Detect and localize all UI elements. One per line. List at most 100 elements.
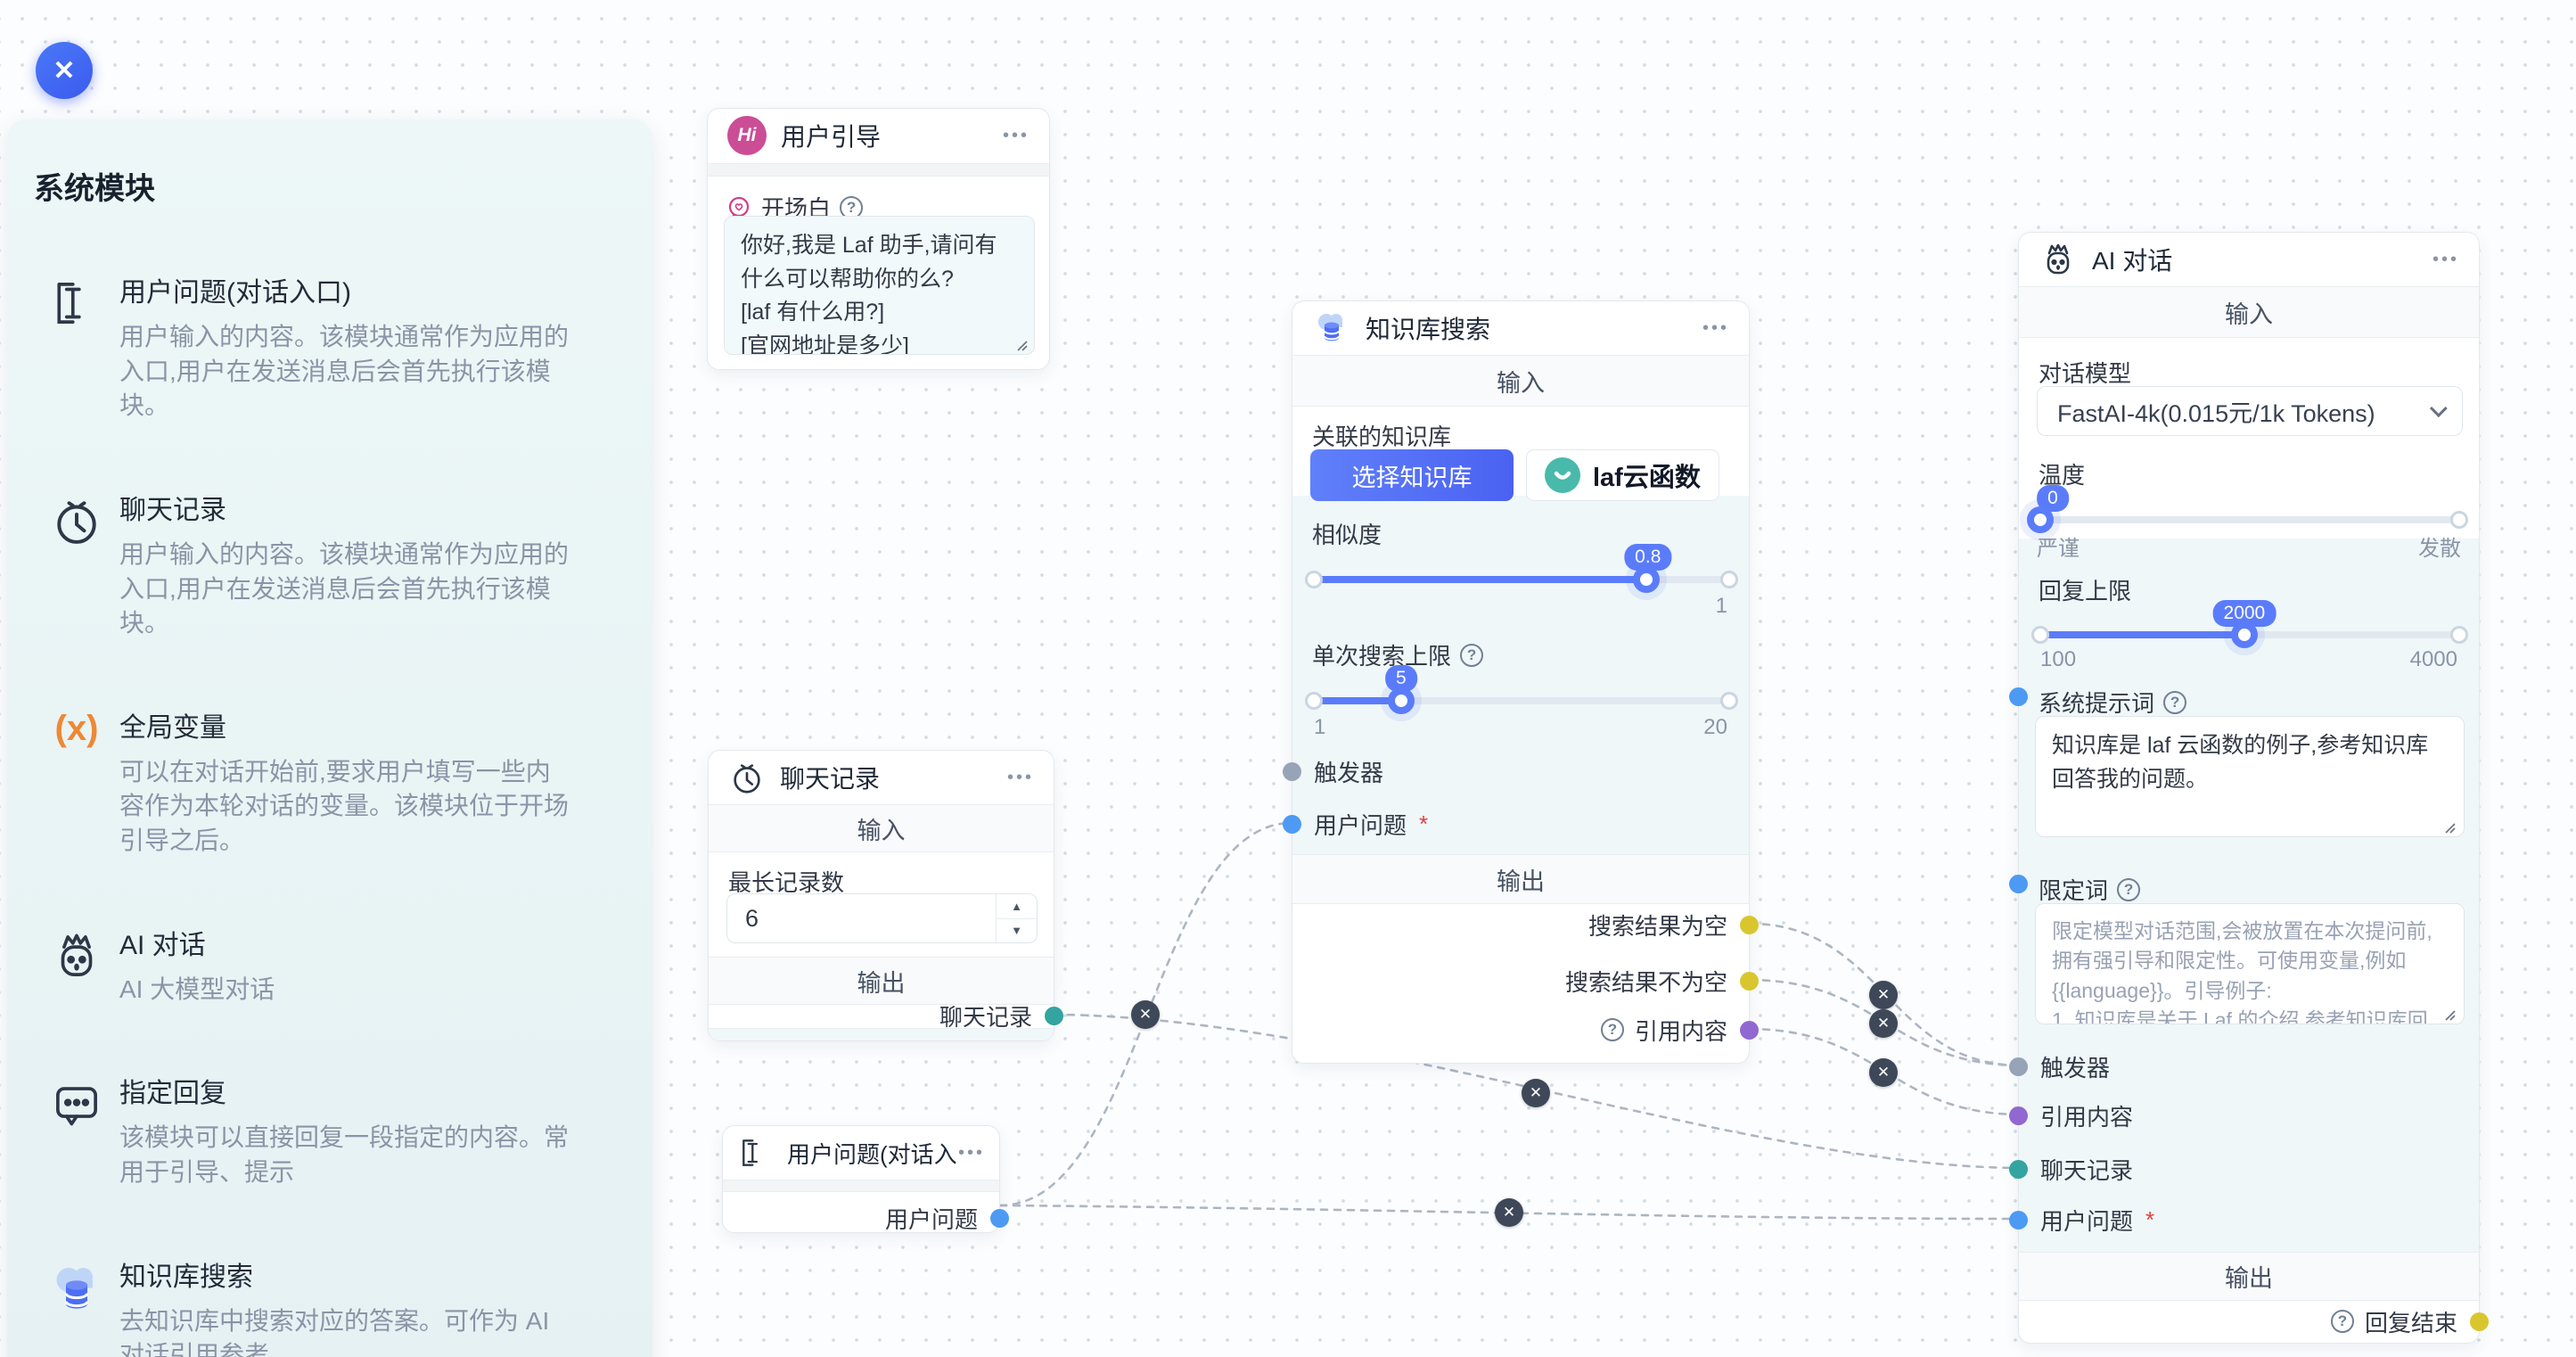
laf-logo-icon	[1545, 457, 1580, 493]
max-records-input[interactable]: 6 ▲ ▼	[726, 893, 1038, 943]
step-down-icon[interactable]: ▼	[1011, 924, 1022, 938]
robot-icon	[2047, 243, 2070, 275]
node-header[interactable]: 用户问题(对话入口) •••	[723, 1126, 999, 1180]
handle-chat-history-out[interactable]	[1045, 1007, 1063, 1025]
help-icon[interactable]: ?	[2163, 690, 2187, 714]
node-user-guide[interactable]: Hi 用户引导 ••• 开场白 ? 你好,我是 Laf 助手,请问有什么可以帮助…	[707, 108, 1050, 370]
similarity-slider[interactable]	[1305, 566, 1738, 593]
delete-connection-icon[interactable]: ✕	[1131, 1000, 1160, 1029]
module-desc: AI 大模型对话	[119, 975, 275, 1003]
temperature-label: 温度	[2039, 462, 2086, 489]
node-header[interactable]: Hi 用户引导 •••	[708, 109, 1049, 162]
max-reply-label: 回复上限	[2039, 578, 2132, 604]
node-menu-icon[interactable]: •••	[1002, 125, 1030, 145]
handle-chat-history-in[interactable]	[2009, 1160, 2028, 1179]
node-menu-icon[interactable]: •••	[2432, 249, 2459, 269]
text-cursor-icon	[34, 270, 119, 424]
limit-slider[interactable]	[1305, 687, 1738, 714]
model-select[interactable]: FastAI-4k(0.015元/1k Tokens)	[2037, 386, 2463, 436]
output-search-not-empty: 搜索结果不为空	[1564, 968, 1727, 996]
max-reply-min: 100	[2040, 647, 2077, 671]
delete-connection-icon[interactable]: ✕	[1522, 1079, 1550, 1107]
similarity-max: 1	[1715, 594, 1727, 618]
node-menu-icon[interactable]: •••	[957, 1142, 985, 1163]
output-chat-history: 聊天记录	[939, 1003, 1032, 1031]
help-icon[interactable]: ?	[2117, 877, 2141, 901]
robot-icon	[34, 923, 119, 1007]
delete-connection-icon[interactable]: ✕	[1869, 1058, 1898, 1087]
input-user-question: 用户问题*	[2040, 1205, 2155, 1235]
sidebar-item-chat-history[interactable]: 聊天记录 用户输入的内容。该模块通常作为应用的入口,用户在发送消息后会首先执行该…	[34, 488, 617, 641]
handle-trigger-in[interactable]	[1283, 762, 1301, 781]
delete-connection-icon[interactable]: ✕	[1869, 1009, 1898, 1038]
module-desc: 该模块可以直接回复一段指定的内容。常用于引导、提示	[119, 1123, 570, 1186]
kb-database-icon	[34, 1254, 119, 1357]
help-icon[interactable]: ?	[2330, 1310, 2354, 1333]
input-user-question: 用户问题*	[1314, 810, 1429, 839]
node-menu-icon[interactable]: •••	[1006, 767, 1034, 787]
select-kb-button[interactable]: 选择知识库	[1310, 449, 1514, 501]
node-header[interactable]: 知识库搜索 •••	[1292, 301, 1749, 355]
help-icon[interactable]: ?	[1600, 1018, 1624, 1041]
max-reply-slider[interactable]	[2031, 621, 2468, 648]
qualifier-textarea[interactable]	[2035, 903, 2465, 1024]
node-header[interactable]: 聊天记录 •••	[709, 751, 1054, 804]
kb-chip-laf[interactable]: laf云函数	[1526, 449, 1719, 501]
node-title: 用户引导	[781, 123, 882, 151]
qualifier-label: 限定词 ?	[2039, 873, 2141, 906]
node-ai-chat[interactable]: AI 对话 ••• 输入 输出 对话模型 FastAI-4k(0.015元/1k…	[2009, 232, 2489, 1344]
temperature-slider[interactable]	[2027, 506, 2468, 533]
node-title: AI 对话	[2092, 247, 2173, 275]
kb-label: 关联的知识库	[1312, 424, 1452, 450]
handle-system-prompt-in[interactable]	[2009, 687, 2028, 706]
module-title: 聊天记录	[119, 495, 226, 525]
sidebar-item-global-variable[interactable]: (x) 全局变量 可以在对话开始前,要求用户填写一些内容作为本轮对话的变量。该模…	[34, 705, 617, 859]
node-menu-icon[interactable]: •••	[1702, 317, 1729, 338]
handle-answer-finish-out[interactable]	[2470, 1312, 2489, 1331]
handle-user-question-in[interactable]	[1283, 815, 1301, 834]
handle-trigger-in[interactable]	[2009, 1057, 2028, 1076]
input-quote: 引用内容	[2040, 1103, 2134, 1131]
handle-qualifier-in[interactable]	[2009, 875, 2028, 893]
system-prompt-textarea[interactable]: 知识库是 laf 云函数的例子,参考知识库回答我的问题。	[2035, 716, 2465, 837]
node-kb-search[interactable]: 知识库搜索 ••• 输入 输出 关联的知识库 选择知识库 laf云函数 相似度 …	[1283, 300, 1759, 1064]
module-title: AI 对话	[119, 930, 206, 960]
node-header[interactable]: AI 对话 •••	[2019, 233, 2479, 286]
module-desc: 去知识库中搜索对应的答案。可作为 AI 对话引用参考。	[119, 1306, 550, 1357]
input-section-header: 输入	[2019, 286, 2479, 338]
handle-user-question-out[interactable]	[990, 1209, 1009, 1228]
sidebar-item-ai-chat[interactable]: AI 对话 AI 大模型对话	[34, 923, 617, 1007]
node-chat-history[interactable]: 聊天记录 ••• 输入 最长记录数 6 ▲ ▼ 输出 聊天记录	[708, 750, 1063, 1041]
kb-database-icon	[1318, 314, 1342, 341]
handle-user-question-in[interactable]	[2009, 1211, 2028, 1230]
opening-textarea[interactable]: 你好,我是 Laf 助手,请问有什么可以帮助你的么? [laf 有什么用?] […	[724, 216, 1035, 355]
input-trigger: 触发器	[2040, 1054, 2111, 1081]
sidebar-item-kb-search[interactable]: 知识库搜索 去知识库中搜索对应的答案。可作为 AI 对话引用参考。	[34, 1254, 617, 1357]
max-reply-max: 4000	[2409, 647, 2457, 671]
limit-min: 1	[1314, 715, 1326, 739]
handle-quote-in[interactable]	[2009, 1106, 2028, 1125]
node-title: 知识库搜索	[1366, 316, 1491, 343]
input-section-header: 输入	[709, 804, 1054, 852]
model-label: 对话模型	[2039, 360, 2132, 387]
handle-quote-out[interactable]	[1740, 1021, 1759, 1040]
temperature-max: 发散	[2418, 537, 2461, 561]
node-user-question[interactable]: 用户问题(对话入口) ••• 用户问题	[722, 1125, 1009, 1233]
delete-connection-icon[interactable]: ✕	[1869, 981, 1898, 1009]
input-trigger: 触发器	[1314, 759, 1384, 786]
handle-search-not-empty-out[interactable]	[1740, 972, 1759, 991]
sidebar-item-user-question[interactable]: 用户问题(对话入口) 用户输入的内容。该模块通常作为应用的入口,用户在发送消息后…	[34, 270, 617, 424]
delete-connection-icon[interactable]: ✕	[1495, 1198, 1523, 1227]
limit-label: 单次搜索上限 ?	[1312, 638, 1484, 671]
help-icon[interactable]: ?	[1460, 643, 1484, 667]
handle-search-empty-out[interactable]	[1740, 916, 1759, 934]
step-up-icon[interactable]: ▲	[997, 894, 1037, 919]
node-title: 聊天记录	[780, 765, 881, 793]
output-answer-finish: ? 回复结束	[2330, 1308, 2457, 1336]
input-section-header: 输入	[1292, 355, 1749, 407]
close-editor-button[interactable]: ✕	[36, 42, 93, 99]
sidebar-item-fixed-reply[interactable]: 指定回复 该模块可以直接回复一段指定的内容。常用于引导、提示	[34, 1071, 617, 1189]
module-sidebar: 系统模块 用户问题(对话入口) 用户输入的内容。该模块通常作为应用的入口,用户在…	[7, 119, 652, 1357]
text-cursor-icon	[742, 1139, 758, 1166]
